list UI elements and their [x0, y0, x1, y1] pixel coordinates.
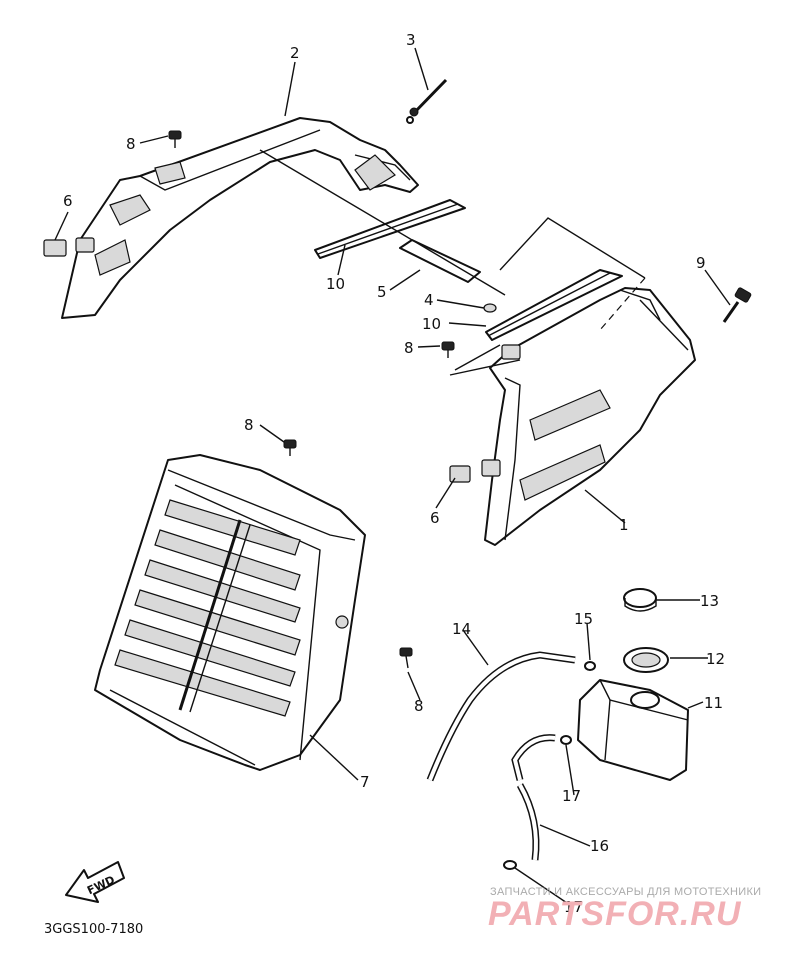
callout-11: 11 [704, 694, 723, 712]
part-11-reservoir-tank [577, 679, 689, 781]
watermark-brand: PARTSFOR.RU [488, 895, 742, 933]
callout-8: 8 [414, 697, 424, 715]
part-6-clip-left [43, 237, 95, 257]
callout-3: 3 [406, 31, 416, 49]
part-1-side-cover [484, 287, 696, 546]
part-10-strip-upper [314, 199, 466, 259]
callout-7: 7 [360, 773, 370, 791]
part-7-radiator-grille [94, 454, 366, 771]
part-16-hose [511, 734, 556, 861]
callout-6: 6 [430, 509, 440, 527]
callout-numbers: 2 3 8 6 10 5 4 10 8 9 8 6 1 7 8 13 12 11… [63, 31, 725, 916]
callout-15: 15 [574, 610, 593, 628]
part-17-clamps [503, 735, 572, 870]
callout-9: 9 [696, 254, 706, 272]
callout-6: 6 [63, 192, 73, 210]
callout-2: 2 [290, 44, 300, 62]
leader-lines [54, 47, 731, 906]
diagram-code: 3GGS100-7180 [44, 922, 143, 937]
watermark: ЗАПЧАСТИ И АКСЕССУАРЫ ДЛЯ МОТОТЕХНИКИ PA… [488, 886, 761, 933]
callout-8: 8 [404, 339, 414, 357]
part-12-seal [623, 647, 669, 673]
part-8-bolt-middle [441, 341, 521, 360]
part-13-cap [623, 588, 657, 612]
part-15-clamp [584, 661, 596, 671]
part-8-bolt-grille-top [283, 439, 297, 456]
part-5-pad [399, 239, 481, 283]
dashed-bracket [454, 217, 646, 371]
callout-16: 16 [590, 837, 609, 855]
callout-17: 17 [564, 898, 583, 916]
callout-17: 17 [562, 787, 581, 805]
part-10-strip-lower [485, 269, 623, 341]
part-3-screw [406, 78, 448, 124]
callout-14: 14 [452, 620, 471, 638]
part-8-bolt-grille-side [335, 615, 413, 669]
callout-1: 1 [619, 516, 629, 534]
callout-10: 10 [422, 315, 441, 333]
callout-5: 5 [377, 283, 387, 301]
fwd-arrow: FWD [65, 861, 125, 903]
callout-8: 8 [244, 416, 254, 434]
part-8-bolt-top [168, 130, 182, 148]
callout-12: 12 [706, 650, 725, 668]
watermark-tagline: ЗАПЧАСТИ И АКСЕССУАРЫ ДЛЯ МОТОТЕХНИКИ [490, 886, 761, 898]
callout-13: 13 [700, 592, 719, 610]
callout-8: 8 [126, 135, 136, 153]
part-9-bolt [722, 287, 752, 323]
callout-4: 4 [424, 291, 434, 309]
part-4-pin [483, 303, 497, 313]
part-2-frame-cover [61, 117, 419, 319]
part-14-hose [426, 651, 576, 782]
callout-10: 10 [326, 275, 345, 293]
